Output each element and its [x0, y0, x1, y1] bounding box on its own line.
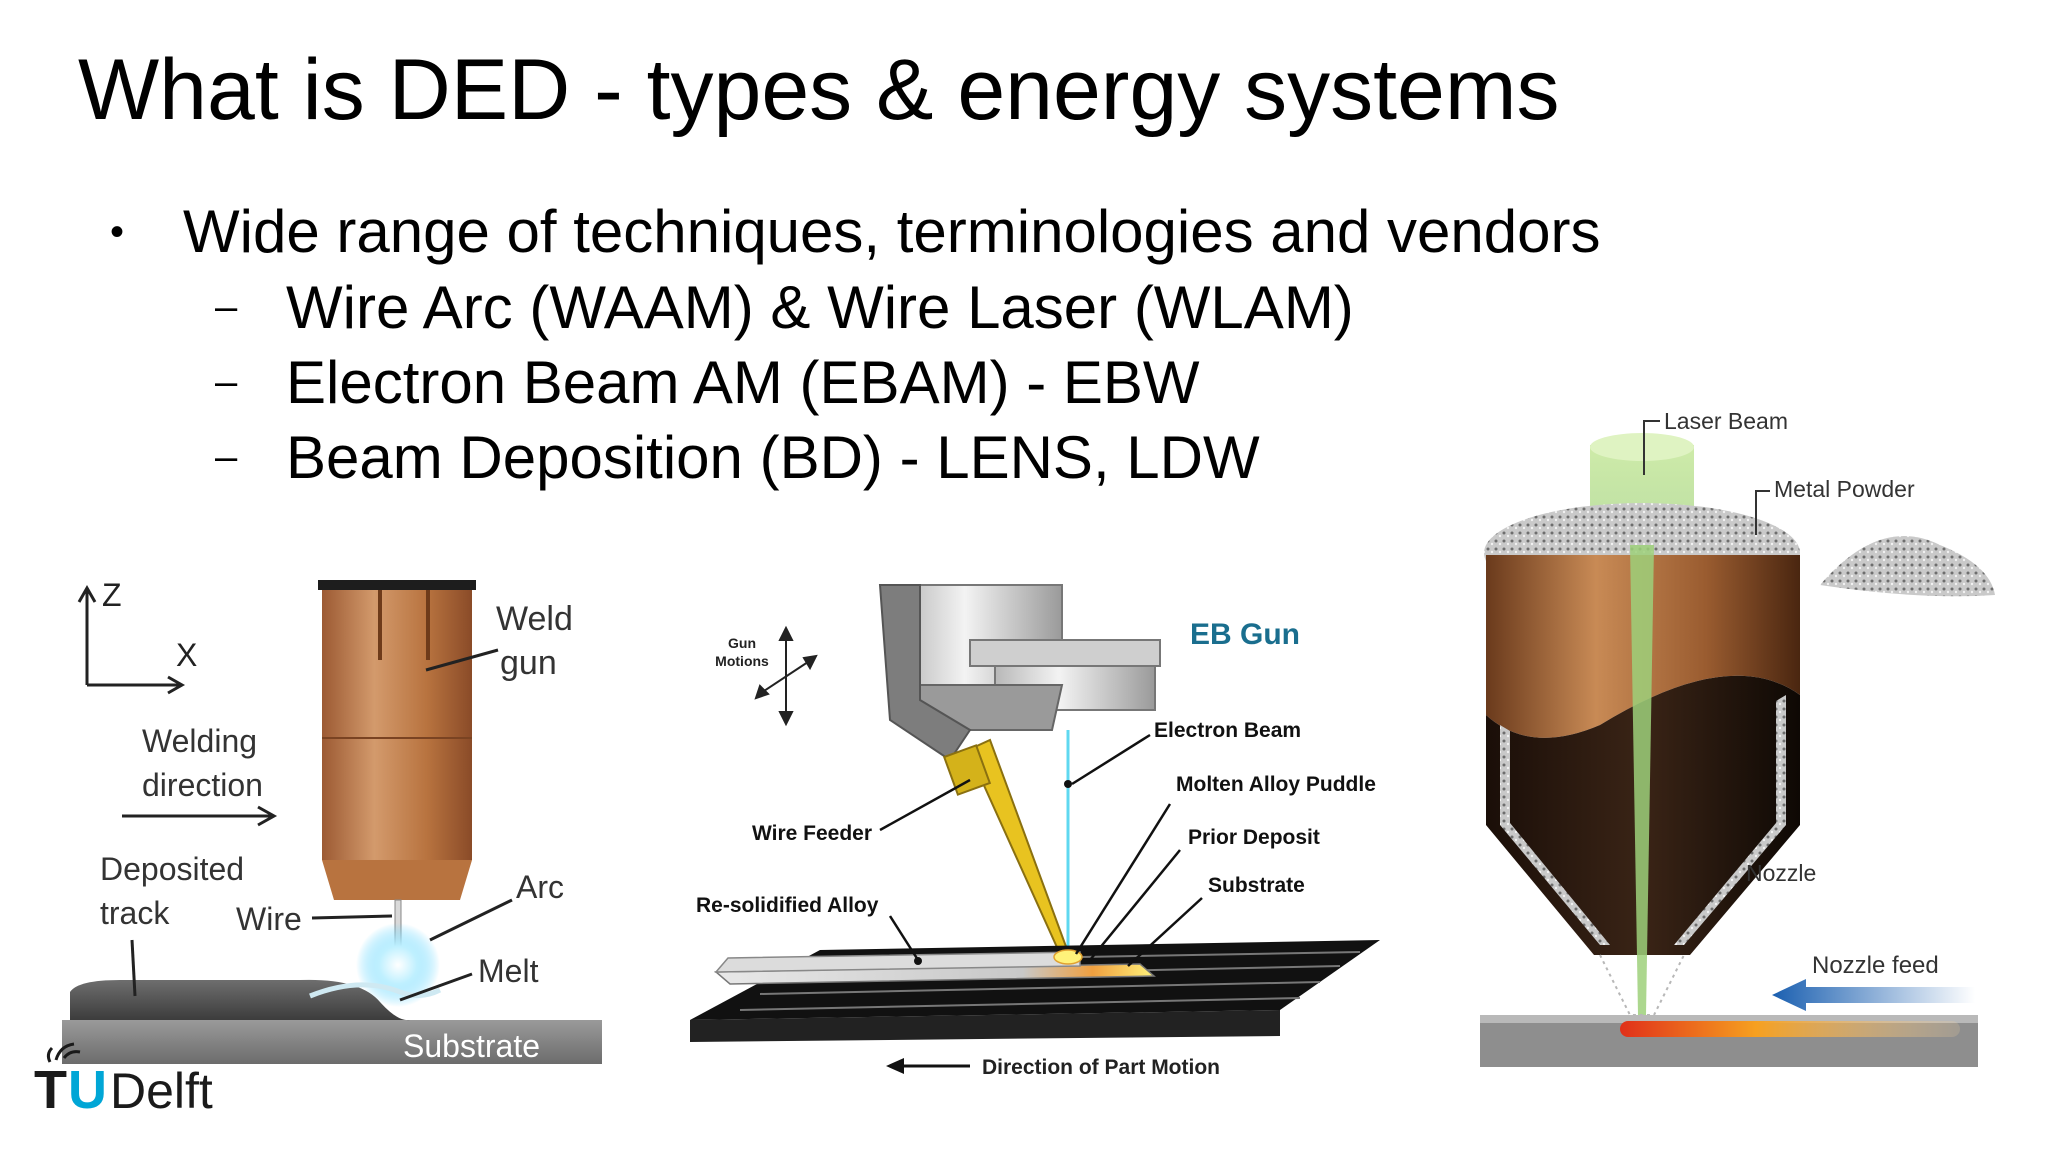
- bd-nozzle-diagram: Laser Beam Metal Powder Nozzle Nozzle fe…: [1480, 408, 1995, 1067]
- dash-icon: –: [215, 435, 238, 479]
- wire-label: Wire: [236, 901, 302, 937]
- svg-text:T: T: [34, 1060, 67, 1118]
- prior-deposit-label: Prior Deposit: [1188, 826, 1320, 849]
- ebam-diagram: Gun Motions EB Gun: [690, 584, 1380, 1079]
- tu-delft-logo: T U Delft: [34, 1042, 213, 1118]
- bullet-list: • Wide range of techniques, terminologie…: [110, 194, 1601, 495]
- melt-pool: [1620, 1021, 1960, 1037]
- gun-motions-label: Gun: [728, 635, 756, 651]
- metal-powder-heap: [1820, 536, 1995, 597]
- gun-motions-icon: [754, 625, 818, 727]
- laser-beam-cone: [1630, 545, 1654, 1015]
- molten-alloy-puddle-label: Molten Alloy Puddle: [1176, 773, 1376, 796]
- molten-puddle: [1053, 949, 1083, 965]
- bullet-item: • Wide range of techniques, terminologie…: [110, 194, 1601, 270]
- eb-gun-label: EB Gun: [1190, 618, 1300, 651]
- weld-gun-label: gun: [500, 644, 557, 682]
- dash-icon: –: [215, 360, 238, 404]
- nozzle-feed-label: Nozzle feed: [1812, 952, 1939, 979]
- substrate-label: Substrate: [1208, 874, 1305, 897]
- deposited-track-label: track: [100, 895, 170, 931]
- sub-bullet-item: – Wire Arc (WAAM) & Wire Laser (WLAM): [110, 270, 1601, 345]
- arc-label: Arc: [516, 869, 564, 905]
- substrate-label: Substrate: [403, 1028, 540, 1064]
- sub-bullet-text: Beam Deposition (BD) - LENS, LDW: [286, 424, 1260, 491]
- welding-direction-label: direction: [142, 767, 263, 803]
- waam-diagram: Z X Welding direction Weld gun Substrate…: [62, 577, 602, 1064]
- svg-text:Delft: Delft: [110, 1063, 213, 1118]
- laser-beam-label: Laser Beam: [1664, 408, 1788, 434]
- weld-gun-body: [322, 590, 472, 860]
- sub-bullet-item: – Electron Beam AM (EBAM) - EBW: [110, 345, 1601, 420]
- metal-powder-label: Metal Powder: [1774, 476, 1915, 502]
- electron-beam-label: Electron Beam: [1154, 719, 1301, 742]
- wire-feeder-label: Wire Feeder: [752, 822, 872, 845]
- sub-bullet-text: Electron Beam AM (EBAM) - EBW: [286, 349, 1200, 416]
- flame-icon: [46, 1042, 81, 1063]
- svg-text:U: U: [68, 1060, 107, 1118]
- welding-direction-label: Welding: [142, 723, 257, 759]
- resolidified-alloy-label: Re-solidified Alloy: [696, 894, 879, 917]
- gun-motions-label: Motions: [715, 653, 769, 669]
- weld-gun-cap: [318, 580, 476, 590]
- resolidified-alloy: [714, 951, 1081, 973]
- melt-label: Melt: [478, 953, 539, 989]
- bullet-text: Wide range of techniques, terminologies …: [183, 198, 1601, 265]
- direction-of-part-motion-label: Direction of Part Motion: [982, 1056, 1220, 1079]
- weld-gun-label: Weld: [496, 600, 573, 638]
- substrate-block: [62, 1020, 602, 1064]
- dash-icon: –: [215, 285, 238, 329]
- bullet-dot-icon: •: [110, 210, 125, 254]
- nozzle-label: Nozzle: [1746, 860, 1816, 886]
- slide-title: What is DED - types & energy systems: [78, 42, 1560, 138]
- axis-z-label: Z: [102, 577, 122, 613]
- sub-bullet-text: Wire Arc (WAAM) & Wire Laser (WLAM): [286, 274, 1354, 341]
- nozzle-feed-arrow: [1772, 979, 1975, 1011]
- deposited-track-label: Deposited: [100, 851, 244, 887]
- axis-x-label: X: [176, 637, 197, 673]
- sub-bullet-item: – Beam Deposition (BD) - LENS, LDW: [110, 420, 1601, 495]
- axes-icon: [77, 584, 186, 695]
